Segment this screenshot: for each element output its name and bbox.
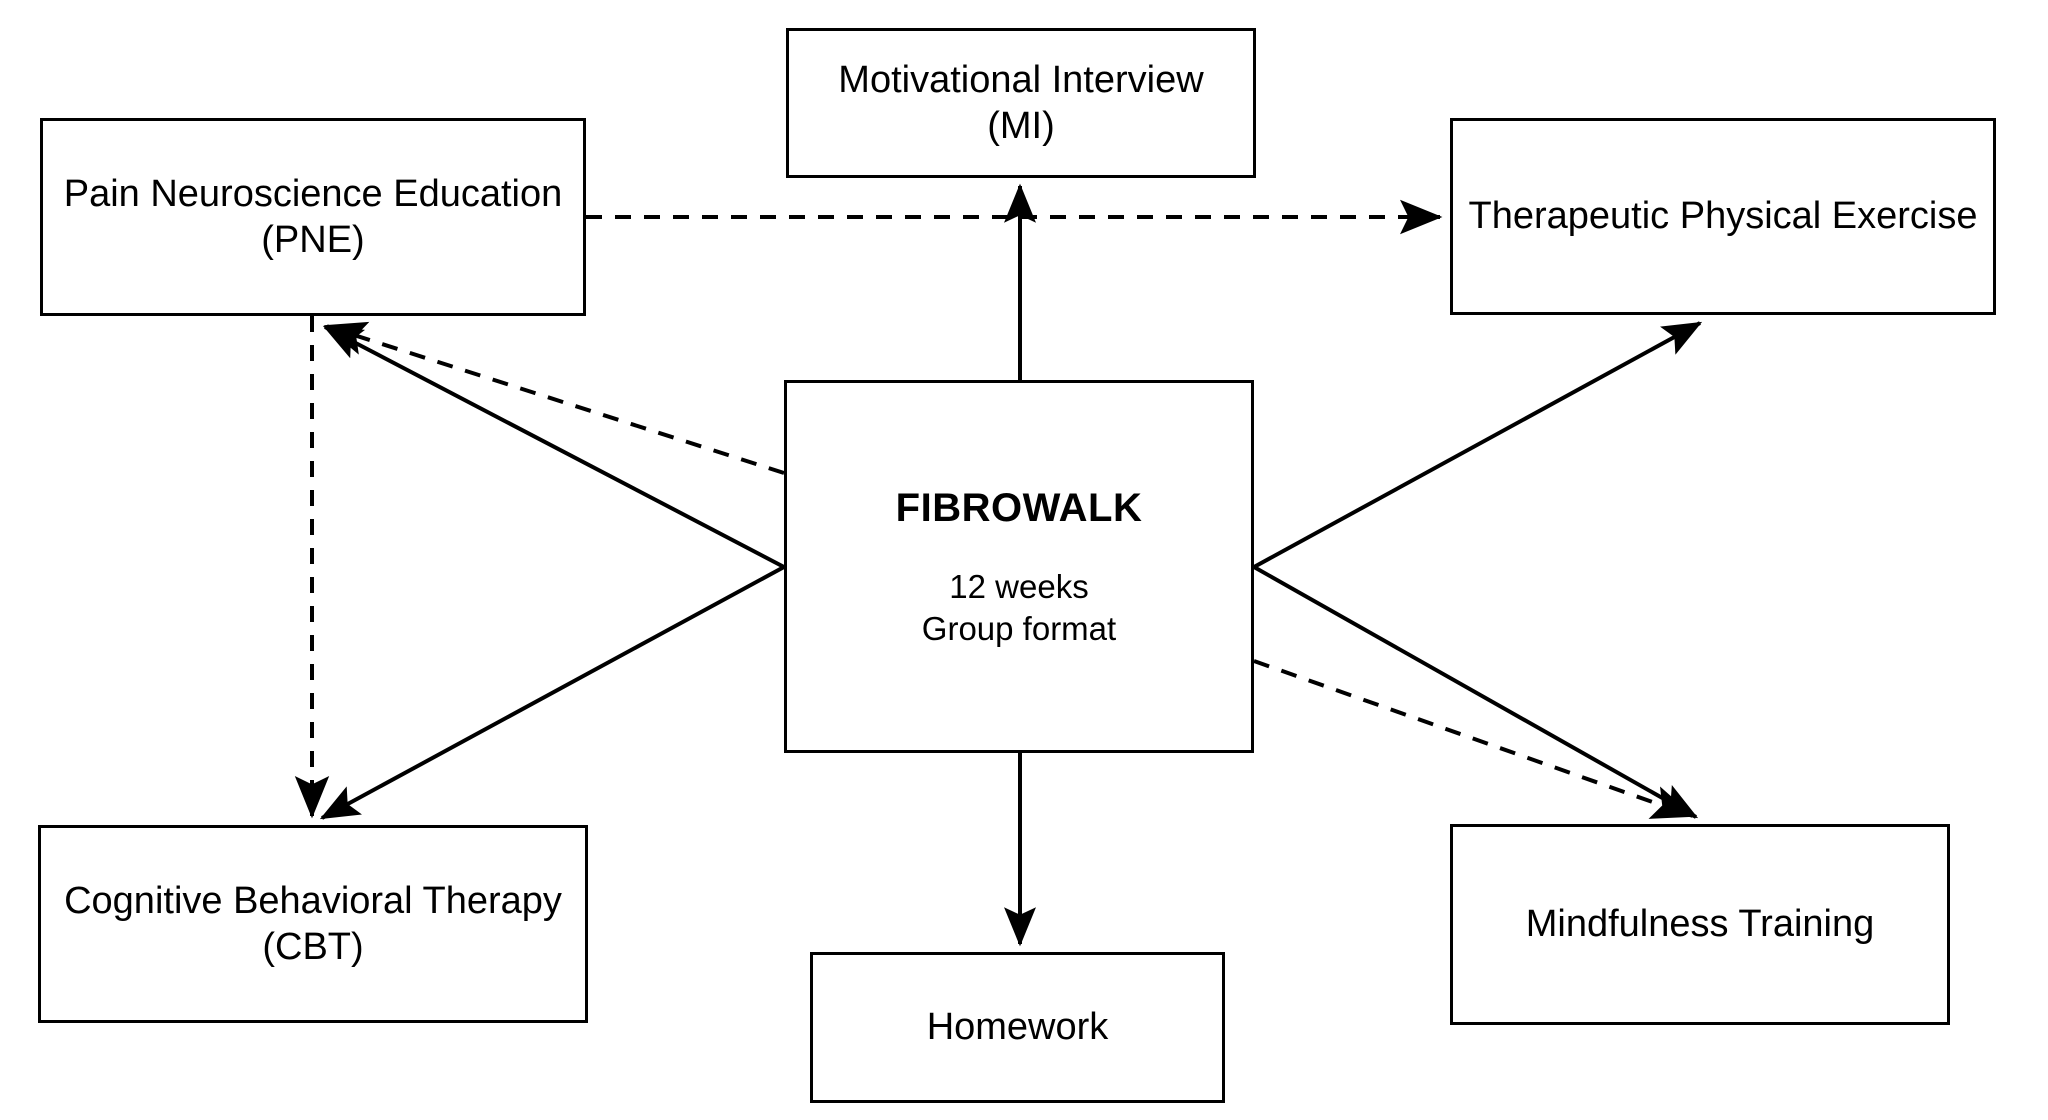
- node-label-line1: Therapeutic Physical Exercise: [1468, 195, 1978, 238]
- node-label-line2: (PNE): [261, 219, 365, 261]
- node-label-line2: (MI): [987, 105, 1055, 147]
- node-motivational-interview[interactable]: Motivational Interview (MI): [786, 28, 1256, 178]
- edge-fibrowalk-to-pne: [322, 325, 785, 569]
- fibrowalk-title: FIBROWALK: [895, 486, 1143, 531]
- edge-fibrowalk-to-pne-dashed: [323, 321, 785, 475]
- node-label-line2: (CBT): [262, 926, 364, 968]
- node-cognitive-behavioral-therapy[interactable]: Cognitive Behavioral Therapy (CBT): [38, 825, 588, 1023]
- node-label-line1: Homework: [926, 1006, 1109, 1049]
- node-label-line1: Mindfulness Training: [1525, 903, 1875, 946]
- node-therapeutic-physical-exercise[interactable]: Therapeutic Physical Exercise: [1450, 118, 1996, 315]
- node-mindfulness-training[interactable]: Mindfulness Training: [1450, 824, 1950, 1025]
- edge-fibrowalk-to-mindfulness: [1253, 565, 1699, 819]
- node-label-line1: Cognitive Behavioral Therapy: [64, 879, 562, 922]
- node-label-line1: Motivational Interview: [838, 58, 1204, 101]
- fibrowalk-format: Group format: [921, 609, 1117, 647]
- node-fibrowalk-core[interactable]: FIBROWALK 12 weeks Group format: [784, 380, 1254, 753]
- edge-fibrowalk-to-tpe: [1253, 321, 1703, 569]
- edge-fibrowalk-to-mindfulness-dashed: [1253, 659, 1695, 819]
- edge-fibrowalk-to-cbt: [319, 565, 785, 820]
- node-homework[interactable]: Homework: [810, 952, 1225, 1103]
- fibrowalk-duration: 12 weeks: [949, 568, 1089, 606]
- node-pain-neuroscience-education[interactable]: Pain Neuroscience Education (PNE): [40, 118, 586, 316]
- node-label-line1: Pain Neuroscience Education: [63, 172, 563, 215]
